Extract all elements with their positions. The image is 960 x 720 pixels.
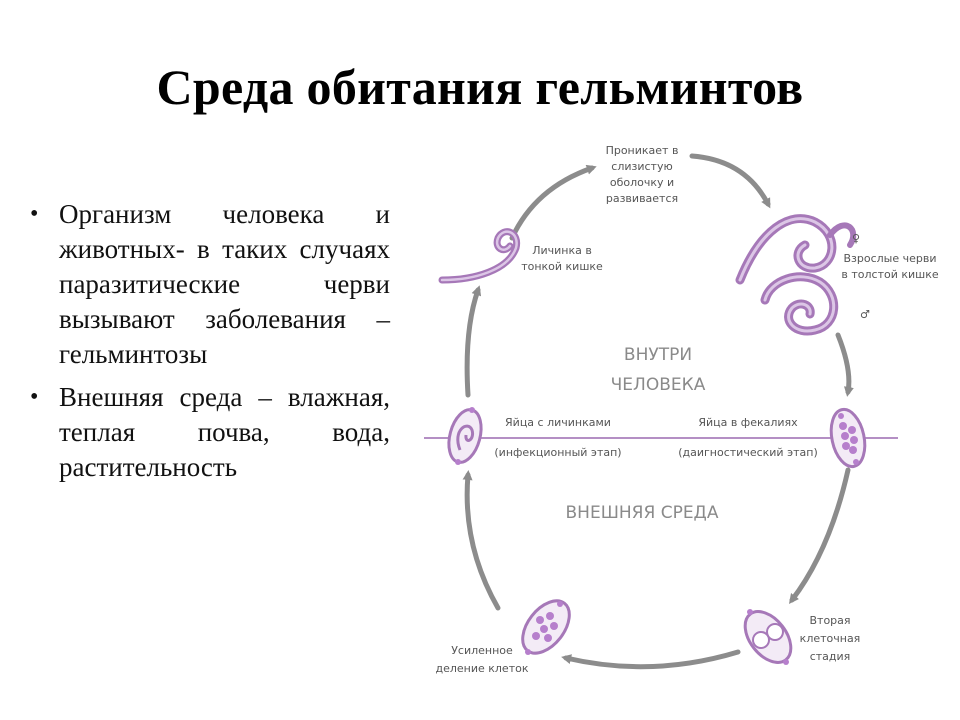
stage-eggs-feces-line2: (даигностический этап) xyxy=(678,446,818,459)
stage-larva-line2: тонкой кишке xyxy=(521,260,603,273)
arrow-left-upper xyxy=(464,285,482,398)
stage-penetrates-line4: развивается xyxy=(606,192,678,205)
arrow-top-left xyxy=(509,164,597,241)
egg-cell-division-icon xyxy=(521,599,571,655)
adult-worms-icon xyxy=(735,214,857,336)
stage-adult-line1: Взрослые черви xyxy=(843,252,936,265)
bullet-item: • Внешняя среда – влажная, теплая почва,… xyxy=(30,380,390,485)
female-symbol: ♀ xyxy=(852,232,860,245)
egg-second-cell-stage-icon xyxy=(743,609,793,665)
bullet-list: • Организм человека и животных- в таких … xyxy=(30,197,390,485)
egg-with-larva-icon xyxy=(447,407,483,465)
stage-adult-line2: в толстой кишке xyxy=(841,268,938,281)
bullet-marker: • xyxy=(30,384,39,410)
stage-division-line2: деление клеток xyxy=(435,662,528,675)
cycle-arrows xyxy=(462,153,854,670)
stage-penetrates-line1: Проникает в xyxy=(606,144,679,157)
arrow-right-upper xyxy=(835,332,854,397)
outside-label: ВНЕШНЯЯ СРЕДА xyxy=(566,503,719,523)
arrow-right-lower xyxy=(788,467,851,604)
slide-title: Среда обитания гельминтов xyxy=(156,59,804,115)
arrow-left-lower xyxy=(462,470,501,611)
stage-eggs-feces-line1: Яйца в фекалиях xyxy=(698,416,798,429)
inside-label-line2: ЧЕЛОВЕКА xyxy=(611,375,706,395)
stage-division-line1: Усиленное xyxy=(451,644,513,657)
egg-in-feces-icon xyxy=(829,407,867,469)
stage-eggs-larvae-line2: (инфекционный этап) xyxy=(494,446,621,459)
bullet-item: • Организм человека и животных- в таких … xyxy=(30,197,390,372)
bullet-marker: • xyxy=(30,201,39,227)
stage-second-line2: клеточная xyxy=(800,632,861,645)
stage-penetrates-line2: слизистую xyxy=(611,160,672,173)
larva-worm-icon xyxy=(438,228,521,284)
bullet-text: Организм человека и животных- в таких сл… xyxy=(59,199,390,369)
stage-eggs-larvae-line1: Яйца с личинками xyxy=(505,416,611,429)
inside-label-line1: ВНУТРИ xyxy=(624,345,692,365)
stage-penetrates-line3: оболочку и xyxy=(610,176,674,189)
bullet-text: Внешняя среда – влажная, теплая почва, в… xyxy=(59,382,390,482)
helminth-life-cycle-diagram: ВНУТРИ ЧЕЛОВЕКА ВНЕШНЯЯ СРЕДА Проникает … xyxy=(424,144,939,675)
stage-larva-line1: Личинка в xyxy=(532,244,592,257)
arrow-top-right xyxy=(689,153,771,209)
stage-second-line3: стадия xyxy=(810,650,851,663)
male-symbol: ♂ xyxy=(860,308,870,321)
arrow-bottom xyxy=(561,649,741,670)
stage-second-line1: Вторая xyxy=(809,614,850,627)
